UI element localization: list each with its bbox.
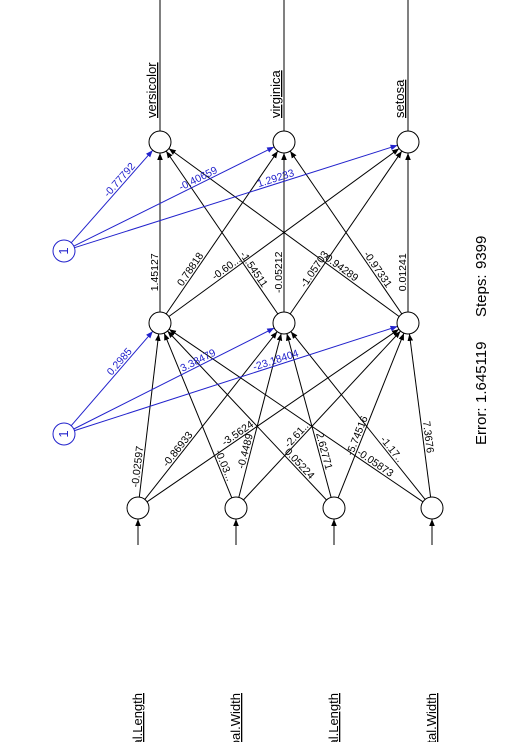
input-node-3 — [322, 496, 346, 520]
edge-input2-hidden2 — [238, 333, 283, 498]
edge-input3-hidden3 — [337, 333, 405, 498]
edge-input1-hidden2 — [144, 331, 278, 500]
edge-input1-hidden3 — [146, 328, 400, 503]
edge-input4-hidden3 — [407, 333, 432, 498]
output-node-3 — [396, 130, 420, 154]
edge-hidden3-output1 — [168, 148, 400, 317]
bias-edge-output3 — [74, 144, 398, 249]
bias-node-hidden — [52, 422, 76, 446]
weight-label-input1-hidden2: -0.86933 — [160, 429, 195, 469]
input-label-2: Sepal.Width — [228, 693, 243, 742]
bias-label-output3: 1.29233 — [256, 167, 296, 190]
weight-label-input1-hidden1: -0.02597 — [129, 445, 146, 488]
steps-value: 9399 — [473, 236, 490, 269]
bias-edge-hidden1 — [70, 330, 154, 427]
edge-input1-hidden1 — [138, 333, 161, 498]
error-label: Error: — [473, 408, 490, 446]
weight-label-hidden3-output3: 0.01241 — [397, 253, 409, 291]
hidden-node-2 — [272, 311, 296, 335]
bias-edge-hidden3 — [74, 325, 398, 432]
weight-label-hidden3-output2: -0.97331 — [361, 249, 394, 290]
weight-label-hidden1-output3: -0.60... — [210, 254, 243, 283]
output-node-2 — [272, 130, 296, 154]
weight-label-hidden2-output2: -0.05212 — [273, 251, 285, 293]
edge-hidden3-output2 — [289, 150, 403, 315]
edge-input3-hidden2 — [286, 333, 332, 498]
bias-label-hidden3: -23.18404 — [251, 347, 300, 373]
input-node-2 — [224, 496, 248, 520]
edge-input2-hidden1 — [163, 333, 233, 498]
weight-label-input3-hidden1: 0.05224 — [282, 446, 317, 482]
bias-label-hidden2: 3.38479 — [178, 347, 217, 375]
bias-symbol-hidden: 1 — [56, 430, 71, 437]
weight-label-input4-hidden3: 7.3676 — [420, 420, 436, 454]
edge-input2-hidden3 — [243, 330, 401, 501]
weight-label-hidden3-output1: 0.94289 — [323, 252, 361, 284]
weight-label-input2-hidden3: -2.61... — [282, 418, 313, 450]
bias-symbol-output: 1 — [56, 247, 71, 254]
bias-label-hidden1: 0.2985 — [105, 346, 135, 378]
input-label-1: Sepal.Length — [130, 693, 145, 742]
output-label-3: setosa — [392, 79, 407, 118]
output-label-2: virginica — [268, 70, 283, 118]
hidden-node-1 — [148, 311, 172, 335]
error-value: 1.645119 — [473, 342, 490, 403]
bias-label-output2: -0.40659 — [177, 164, 220, 193]
hidden-node-3 — [396, 311, 420, 335]
output-node-1 — [148, 130, 172, 154]
bias-edge-output2 — [73, 146, 275, 247]
input-node-1 — [126, 496, 150, 520]
edge-input4-hidden2 — [290, 331, 426, 500]
steps-label: Steps: — [473, 274, 490, 317]
bias-edge-output1 — [70, 149, 154, 244]
edge-input3-hidden1 — [167, 330, 327, 501]
bias-node-output — [52, 239, 76, 263]
input-node-4 — [420, 496, 444, 520]
weight-label-hidden1-output1: 1.45127 — [149, 253, 161, 291]
bias-label-output1: -0.77792 — [102, 160, 139, 199]
edge-input4-hidden1 — [168, 328, 424, 503]
weight-label-input2-hidden1: -0.03... — [212, 448, 236, 483]
input-label-3: Petal.Length — [326, 693, 341, 742]
input-label-4: Petal.Width — [424, 693, 439, 742]
weight-label-input3-hidden2: 2.62771 — [313, 431, 335, 471]
footer-stats: Error: 1.645119 Steps: 9399 — [473, 236, 490, 445]
output-label-1: versicolor — [144, 62, 159, 118]
bias-edge-hidden2 — [73, 327, 275, 430]
edge-hidden2-output1 — [165, 150, 279, 315]
weight-label-hidden1-output2: 0.78818 — [175, 250, 206, 288]
